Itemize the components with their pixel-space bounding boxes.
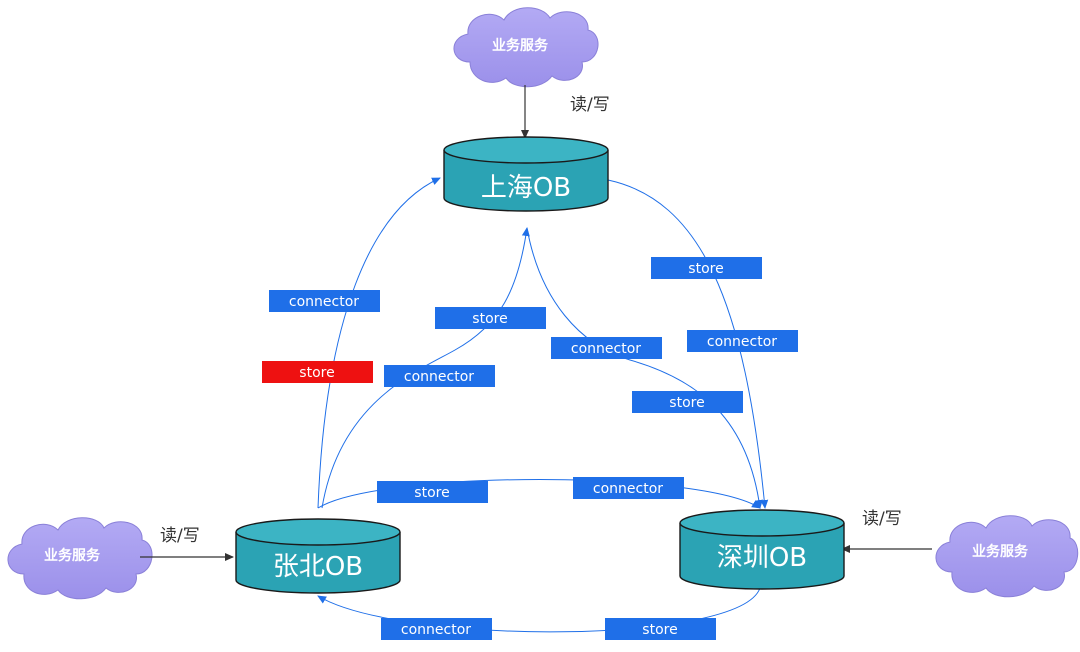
read-write-arrows	[140, 85, 932, 561]
svg-text:store: store	[414, 485, 449, 501]
database-shenzhen-label: 深圳OB	[717, 543, 807, 573]
rw-label-top: 读/写	[570, 95, 610, 115]
label-store-shanghai-shenzhen: store	[651, 257, 762, 279]
label-store-zhangbei-shanghai: store	[435, 307, 546, 329]
svg-text:store: store	[472, 311, 507, 327]
cloud-left-label: 业务服务	[44, 547, 101, 564]
cloud-right-label: 业务服务	[972, 543, 1029, 560]
arrow-shenzhen-to-zhangbei	[317, 587, 761, 633]
svg-text:connector: connector	[289, 294, 359, 310]
label-store-zhangbei-shenzhen: store	[377, 481, 488, 503]
label-connector-shenzhen-zhangbei: connector	[381, 618, 492, 640]
svg-text:store: store	[642, 622, 677, 638]
label-connector-shanghai-shenzhen: connector	[687, 330, 798, 352]
rw-label-right: 读/写	[862, 509, 902, 529]
database-shenzhen: 深圳OB	[679, 509, 845, 590]
arrow-zhangbei-to-shanghai-outer	[317, 177, 441, 509]
svg-text:connector: connector	[401, 622, 471, 638]
label-store-zhangbei-shanghai-highlight: store	[262, 361, 373, 383]
svg-text:connector: connector	[593, 481, 663, 497]
label-store-shenzhen-zhangbei: store	[605, 618, 716, 640]
cloud-top-business-service: 业务服务	[453, 7, 599, 88]
arrow-zhangbei-to-shenzhen	[317, 479, 761, 509]
rw-label-left: 读/写	[160, 526, 200, 546]
svg-text:connector: connector	[707, 334, 777, 350]
database-shanghai-label: 上海OB	[481, 173, 571, 203]
replication-arrows	[317, 177, 769, 633]
arrow-zhangbei-to-shanghai-inner	[321, 227, 530, 509]
label-connector-zhangbei-shenzhen: connector	[573, 477, 684, 499]
cloud-left-business-service: 业务服务	[7, 517, 153, 600]
label-connector-zhangbei-shanghai: connector	[269, 290, 380, 312]
svg-text:connector: connector	[404, 369, 474, 385]
label-connector-zhangbei-shanghai-inner: connector	[384, 365, 495, 387]
database-shanghai: 上海OB	[443, 136, 609, 212]
label-store-shanghai-shenzhen-inner: store	[632, 391, 743, 413]
database-zhangbei: 张北OB	[235, 518, 401, 594]
svg-text:store: store	[688, 261, 723, 277]
cloud-right-business-service: 业务服务	[935, 515, 1079, 598]
svg-text:connector: connector	[571, 341, 641, 357]
svg-text:store: store	[669, 395, 704, 411]
arrow-shanghai-to-shenzhen-inner	[526, 227, 763, 509]
cloud-top-label: 业务服务	[492, 37, 549, 54]
svg-text:store: store	[299, 365, 334, 381]
database-zhangbei-label: 张北OB	[273, 552, 363, 582]
label-connector-shanghai-shenzhen-inner: connector	[551, 337, 662, 359]
